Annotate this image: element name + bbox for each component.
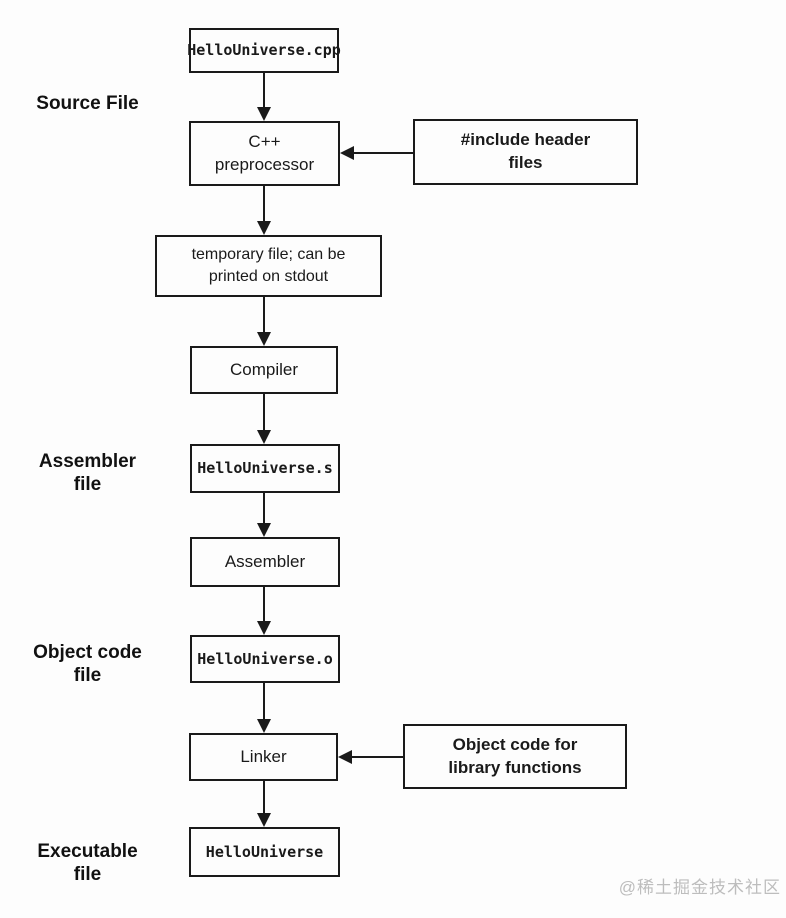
arrow-shaft: [263, 73, 265, 109]
arrow-tempfile-to-compiler: [257, 297, 271, 346]
arrow-down-icon: [257, 813, 271, 827]
arrow-down-icon: [257, 107, 271, 121]
label-assembler-file-line1: Assembler: [38, 451, 137, 472]
watermark: @稀土掘金技术社区: [618, 878, 781, 897]
node-library-objects: Object code for library functions: [403, 724, 627, 789]
node-object-file: HelloUniverse.o: [190, 635, 340, 683]
arrow-compiler-to-assemblyfile: [257, 394, 271, 444]
node-source-cpp: HelloUniverse.cpp: [187, 28, 341, 73]
arrow-down-icon: [257, 221, 271, 235]
arrow-shaft: [263, 683, 265, 721]
node-library-objects-line2: library functions: [448, 757, 582, 777]
arrow-linker-to-executable: [257, 781, 271, 827]
node-library-objects-line1: Object code for: [452, 734, 578, 754]
arrow-objectfile-to-linker: [257, 683, 271, 733]
node-compiler: Compiler: [190, 346, 338, 394]
arrow-preprocessor-to-tempfile: [257, 186, 271, 235]
arrow-assemblyfile-to-assembler: [257, 493, 271, 537]
node-temp-file-line2: printed on stdout: [208, 268, 329, 285]
label-assembler-file: Assembler file: [20, 450, 155, 496]
arrow-shaft: [352, 152, 413, 154]
label-object-code-file-line2: file: [73, 665, 102, 687]
node-temp-file: temporary file; can be printed on stdout: [155, 235, 382, 297]
arrow-shaft: [263, 297, 265, 334]
arrow-shaft: [263, 186, 265, 223]
arrow-down-icon: [257, 523, 271, 537]
arrow-source-to-preprocessor: [257, 73, 271, 121]
node-temp-file-line1: temporary file; can be: [191, 246, 346, 264]
arrow-shaft: [263, 781, 265, 815]
label-assembler-file-line2: file: [73, 474, 102, 496]
arrow-left-icon: [338, 750, 352, 764]
label-object-code-file-line1: Object code: [33, 642, 142, 663]
arrow-left-icon: [340, 146, 354, 160]
arrow-libobjects-to-linker: [338, 750, 403, 764]
node-assembler: Assembler: [190, 537, 340, 587]
node-preprocessor-line2: preprocessor: [214, 154, 315, 174]
arrow-shaft: [263, 493, 265, 525]
arrow-headers-to-preprocessor: [340, 146, 413, 160]
arrow-down-icon: [257, 430, 271, 444]
arrow-down-icon: [257, 719, 271, 733]
node-include-headers-line1: #include header: [460, 130, 591, 150]
node-assembly-file: HelloUniverse.s: [190, 444, 340, 493]
node-linker: Linker: [189, 733, 338, 781]
label-executable-file-line1: Executable: [37, 841, 138, 862]
label-executable-file: Executable file: [20, 840, 155, 886]
node-preprocessor-line1: C++: [248, 131, 281, 151]
arrow-down-icon: [257, 621, 271, 635]
label-object-code-file: Object code file: [15, 641, 160, 687]
arrow-shaft: [263, 587, 265, 623]
node-include-headers-line2: files: [508, 153, 543, 172]
arrow-assembler-to-objectfile: [257, 587, 271, 635]
node-include-headers: #include header files: [413, 119, 638, 185]
arrow-shaft: [263, 394, 265, 432]
arrow-shaft: [350, 756, 403, 758]
label-executable-file-line2: file: [73, 864, 102, 886]
node-preprocessor: C++ preprocessor: [189, 121, 340, 186]
node-executable: HelloUniverse: [189, 827, 340, 877]
arrow-down-icon: [257, 332, 271, 346]
label-source-file: Source File: [36, 93, 139, 114]
